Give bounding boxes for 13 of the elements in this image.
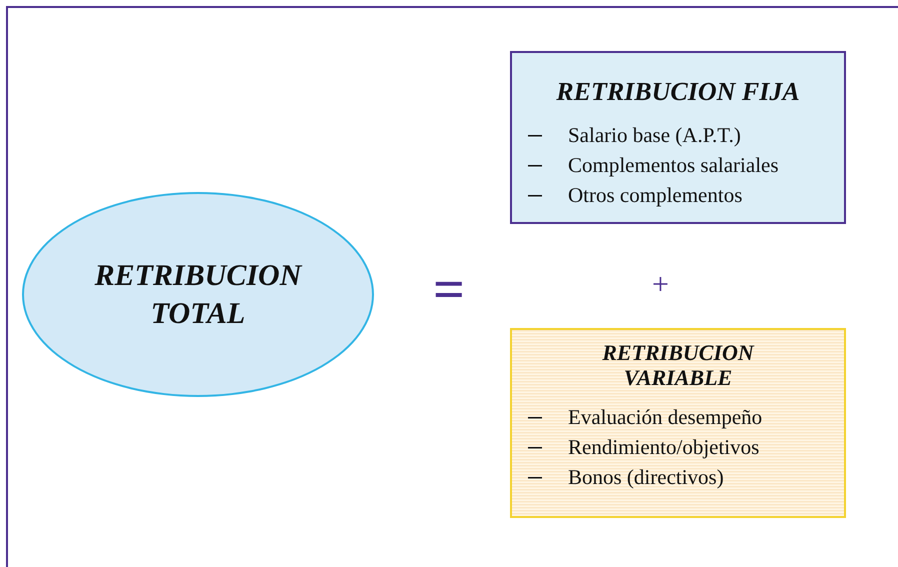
plus-sign: + [652,270,669,300]
text-box [510,51,846,224]
box-heading: RETRIBUCION FIJA [556,77,800,107]
equals-sign: = [433,262,465,318]
list-item: Salario base (A.P.T.) [568,122,741,150]
list-item: Bonos (directivos) [568,464,724,491]
list-item: Otros complementos [568,182,742,210]
box-heading: RETRIBUCION VARIABLE [601,340,756,391]
list-item: Rendimiento/objetivos [568,434,760,461]
text-box [510,328,846,518]
list-item: Evaluación desempeño [568,404,762,431]
ellipse-text: RETRIBUCION TOTAL [94,258,304,332]
list-item: Complementos salariales [568,152,779,180]
